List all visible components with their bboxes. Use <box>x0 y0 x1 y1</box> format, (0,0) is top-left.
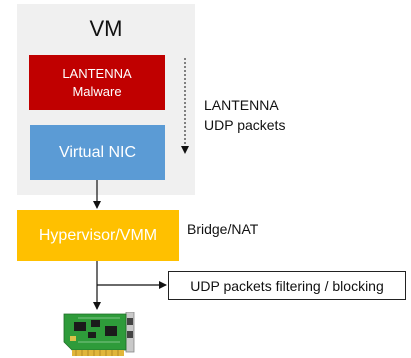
malware-label-line1: LANTENNA <box>62 65 132 81</box>
packet-label-line1: LANTENNA <box>204 97 279 113</box>
hypervisor-label: Hypervisor/VMM <box>38 226 158 244</box>
malware-box: LANTENNA Malware <box>29 55 165 110</box>
virtual-nic-label: Virtual NIC <box>58 143 137 161</box>
bridge-nat-label: Bridge/NAT <box>187 221 259 237</box>
hypervisor-box: Hypervisor/VMM <box>17 210 179 261</box>
vm-title: VM <box>89 16 123 41</box>
virtual-nic-box: Virtual NIC <box>30 125 165 180</box>
packet-label: LANTENNA UDP packets <box>204 95 285 135</box>
filtering-box: UDP packets filtering / blocking <box>168 271 406 300</box>
filtering-label: UDP packets filtering / blocking <box>190 277 384 294</box>
network-card-icon <box>63 312 135 356</box>
malware-label-line2: Malware <box>72 83 122 99</box>
packet-label-line2: UDP packets <box>204 117 286 133</box>
